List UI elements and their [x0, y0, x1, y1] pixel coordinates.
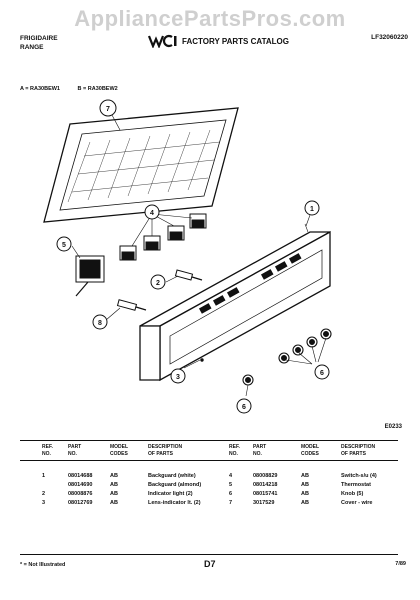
- ref-header: REF.NO.: [42, 444, 53, 457]
- catalog-number: LF32060220: [371, 34, 408, 41]
- diagram-code: E0233: [384, 424, 402, 430]
- table-row: 4 08008829 AB Switch-s/u (4): [229, 473, 377, 479]
- table-row: 3 08012769 AB Lens-indicator lt. (2): [42, 500, 201, 506]
- callout-label: 7: [106, 106, 110, 113]
- wire-cover-part: [43, 107, 239, 223]
- wci-logo: [148, 34, 177, 48]
- backguard-part: [139, 223, 331, 382]
- callout-6: 6: [314, 364, 330, 380]
- callout-8: 8: [92, 314, 108, 330]
- callout-3: 3: [170, 368, 186, 384]
- table-divider-header: [20, 460, 398, 461]
- thermostat-part: [71, 245, 105, 297]
- callout-label: 1: [310, 206, 314, 213]
- exploded-parts-diagram: 7 4 5 1 2 8 3 6 6: [43, 99, 332, 414]
- page-number: D7: [204, 559, 216, 569]
- switch-part: [189, 213, 207, 229]
- callout-6: 6: [236, 398, 252, 414]
- model-b: B = RA30BEW2: [77, 86, 118, 92]
- callout-1: 1: [304, 200, 320, 227]
- table-row: 6 08015741 AB Knob (5): [229, 491, 364, 497]
- switch-part: [143, 235, 161, 251]
- callout-7: 7: [99, 99, 121, 131]
- catalog-title: FACTORY PARTS CATALOG: [182, 36, 289, 46]
- callout-label: 5: [62, 242, 66, 249]
- model-a: A = RA30BEW1: [20, 86, 60, 92]
- table-row: 08014690 AB Backguard (almond): [68, 482, 202, 488]
- parts-table-left: 1 08014688 AB Backguard (white) 08014690…: [40, 472, 222, 508]
- table-divider-bottom: [20, 554, 398, 555]
- callout-label: 4: [150, 210, 154, 217]
- knob-parts: [242, 328, 332, 397]
- parts-table-right: 4 08008829 AB Switch-s/u (4) 5 08014218 …: [227, 472, 405, 508]
- brand-block: FRIGIDAIRE RANGE: [20, 34, 58, 52]
- callout-label: 8: [98, 320, 102, 327]
- table-row: 7 3017529 AB Cover - wire: [229, 500, 373, 506]
- lens-indicator-part: [105, 299, 147, 321]
- callout-5: 5: [56, 236, 72, 252]
- indicator-light-part: [165, 269, 203, 283]
- watermark: AppliancePartsPros.com: [74, 6, 346, 31]
- table-divider-top: [20, 440, 398, 441]
- callout-2: 2: [150, 274, 166, 290]
- catalog-header: FACTORY PARTS CATALOG: [148, 34, 289, 48]
- callout-label: 2: [156, 280, 160, 287]
- callout-label: 3: [176, 374, 180, 381]
- footnote: * = Not Illustrated: [20, 562, 66, 568]
- callout-label: 6: [320, 370, 324, 377]
- callout-label: 6: [242, 404, 246, 411]
- switch-parts: [119, 213, 207, 261]
- table-row: 2 08008876 AB Indicator light (2): [42, 491, 193, 497]
- callout-4: 4: [144, 204, 160, 220]
- table-row: 5 08014218 AB Thermostat: [229, 482, 371, 488]
- catalog-date: 7/89: [395, 561, 406, 567]
- switch-part: [167, 225, 185, 241]
- switch-part: [119, 245, 137, 261]
- brand-name: FRIGIDAIRE: [20, 35, 58, 42]
- product-name: RANGE: [20, 44, 44, 51]
- ref-header: REF.NO.: [229, 444, 240, 457]
- model-list: A = RA30BEW1 B = RA30BEW2: [20, 86, 118, 92]
- table-row: 1 08014688 AB Backguard (white): [42, 473, 196, 479]
